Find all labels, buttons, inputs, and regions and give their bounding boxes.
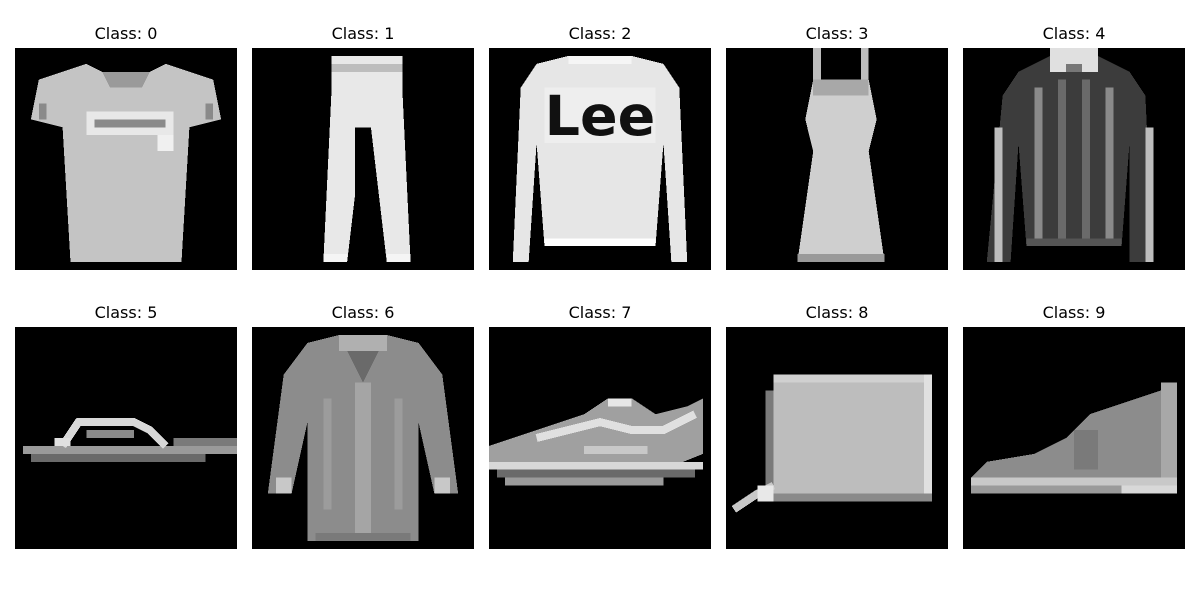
panel-title: Class: 2 bbox=[568, 24, 632, 43]
t-shirt-image bbox=[15, 48, 237, 270]
sandal-icon bbox=[15, 327, 237, 549]
panel-title: Class: 6 bbox=[331, 303, 395, 322]
panel-title: Class: 0 bbox=[94, 24, 158, 43]
trouser-icon bbox=[252, 48, 474, 270]
panel-title: Class: 9 bbox=[1042, 303, 1106, 322]
ankle-boot-icon bbox=[963, 327, 1185, 549]
panel-title: Class: 7 bbox=[568, 303, 632, 322]
shirt-icon bbox=[252, 327, 474, 549]
dress-image bbox=[726, 48, 948, 270]
trouser-image bbox=[252, 48, 474, 270]
dress-icon bbox=[726, 48, 948, 270]
panel-title: Class: 5 bbox=[94, 303, 158, 322]
t-shirt-icon bbox=[15, 48, 237, 270]
bag-icon bbox=[726, 327, 948, 549]
sneaker-image bbox=[489, 327, 711, 549]
bag-image bbox=[726, 327, 948, 549]
shirt-image bbox=[252, 327, 474, 549]
coat-icon bbox=[963, 48, 1185, 270]
panel-title: Class: 8 bbox=[805, 303, 869, 322]
pullover-image: Lee bbox=[489, 48, 711, 270]
sandal-image bbox=[15, 327, 237, 549]
panel-title: Class: 3 bbox=[805, 24, 869, 43]
ankle-boot-image bbox=[963, 327, 1185, 549]
pullover-icon: Lee bbox=[489, 48, 711, 270]
pullover-print-text: Lee bbox=[545, 84, 656, 149]
coat-image bbox=[963, 48, 1185, 270]
sneaker-icon bbox=[489, 327, 711, 549]
panel-title: Class: 1 bbox=[331, 24, 395, 43]
panel-title: Class: 4 bbox=[1042, 24, 1106, 43]
